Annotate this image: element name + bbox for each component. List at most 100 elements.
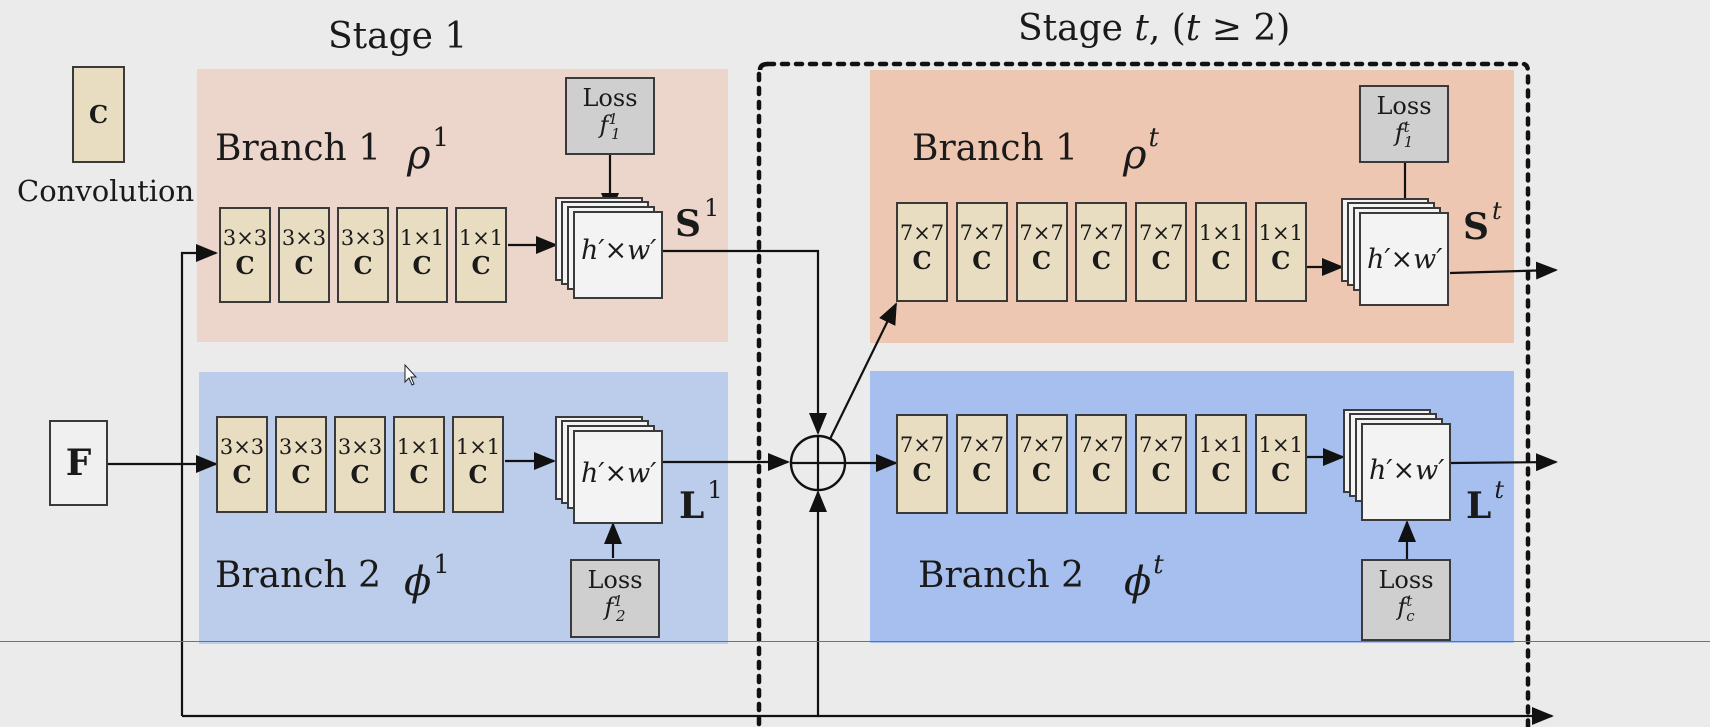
arrow-lt-out	[1450, 453, 1558, 472]
output-l: L	[679, 485, 705, 527]
conv-kernel-size: 3×3	[278, 435, 324, 459]
stage1-branch2-loss: Loss f12	[570, 559, 660, 638]
stage1-title: Stage 1	[328, 16, 468, 57]
staget-branch1-symbol: ρt	[1123, 123, 1159, 178]
conv-glyph: C	[468, 460, 488, 490]
arrow-st-out	[1449, 261, 1558, 280]
loss-sub: 1	[610, 125, 621, 144]
staget-branch1-loss: Loss ft1	[1359, 85, 1449, 163]
loss-sup: 1	[608, 110, 618, 129]
conv-glyph: C	[232, 460, 252, 490]
conv-kernel-size: 3×3	[281, 226, 327, 250]
staget-title-t2: t	[1185, 8, 1201, 49]
conv-glyph: C	[409, 460, 429, 490]
red-guideline	[0, 641, 1710, 642]
staget-title-c: ≥ 2)	[1200, 8, 1291, 49]
loss-sup: t	[1406, 592, 1413, 611]
conv-glyph: C	[1211, 246, 1231, 276]
staget-branch2-label: Branch 2	[918, 555, 1085, 596]
staget-title-b: , (	[1148, 8, 1186, 49]
conv-glyph: C	[1271, 458, 1291, 488]
output-s: S	[1463, 206, 1489, 248]
output-l: L	[1466, 485, 1492, 527]
staget-branch2-symbol: ϕt	[1124, 550, 1164, 605]
conv-glyph: C	[1211, 458, 1231, 488]
rho-sup: t	[1148, 123, 1159, 153]
output-s-sup: 1	[704, 194, 720, 222]
legend-conv-glyph: C	[88, 100, 109, 129]
staget-boundary	[765, 61, 1531, 727]
loss-label: Loss	[587, 566, 643, 594]
output-s: S	[675, 203, 701, 245]
stage1-branch1-loss: Loss f11	[565, 77, 655, 155]
conv-glyph: C	[412, 251, 432, 281]
loss-function: f12	[572, 593, 658, 624]
output-l-sup: 1	[707, 476, 723, 504]
conv-glyph: C	[294, 251, 314, 281]
loss-sup: t	[1403, 118, 1410, 137]
loss-sub: c	[1406, 607, 1415, 626]
conv-glyph: C	[912, 246, 932, 276]
conv-kernel-size: 1×1	[1258, 221, 1303, 245]
conv-kernel-size: 3×3	[340, 226, 386, 250]
conv-kernel-size: 7×7	[959, 221, 1004, 245]
loss-function: f11	[567, 111, 653, 142]
conv-kernel-size: 1×1	[399, 226, 445, 250]
conv-glyph: C	[1091, 246, 1111, 276]
loss-sup: 1	[613, 592, 623, 611]
output-s-sup: t	[1492, 197, 1502, 225]
featuremap-label: h′×w′	[581, 235, 657, 266]
conv-glyph: C	[972, 246, 992, 276]
conv-kernel-size: 7×7	[1139, 221, 1184, 245]
stage1-branch1-symbol: ρ1	[407, 123, 449, 178]
conv-kernel-size: 7×7	[899, 433, 945, 457]
bypass-to-concat	[182, 490, 827, 718]
conv-glyph: C	[1032, 458, 1052, 488]
phi-sup: t	[1153, 550, 1164, 580]
conv-kernel-size: 3×3	[219, 435, 265, 459]
conv-kernel-size: 7×7	[1139, 433, 1184, 457]
rho-symbol: ρ	[407, 132, 431, 178]
conv-glyph: C	[350, 460, 370, 490]
conv-kernel-size: 7×7	[899, 221, 945, 245]
arrow-concat-to-branch1	[829, 302, 897, 440]
conv-kernel-size: 1×1	[1198, 221, 1244, 245]
rho-sup: 1	[432, 123, 450, 153]
conv-glyph: C	[291, 460, 311, 490]
stage1-branch1-featuremap: h′×w′	[555, 197, 663, 299]
phi-symbol: ϕ	[1124, 559, 1152, 605]
phi-symbol: ϕ	[404, 559, 432, 605]
stage1-branch2-label: Branch 2	[215, 555, 382, 596]
loss-f: f	[604, 593, 614, 622]
conv-glyph: C	[1032, 246, 1052, 276]
conv-kernel-size: 1×1	[1258, 433, 1303, 457]
staget-branch1-label: Branch 1	[912, 128, 1079, 169]
conv-glyph: C	[972, 458, 992, 488]
rho-symbol: ρ	[1123, 132, 1147, 178]
conv-glyph: C	[1151, 458, 1171, 488]
loss-label: Loss	[582, 84, 638, 112]
loss-f: f	[1397, 593, 1407, 622]
